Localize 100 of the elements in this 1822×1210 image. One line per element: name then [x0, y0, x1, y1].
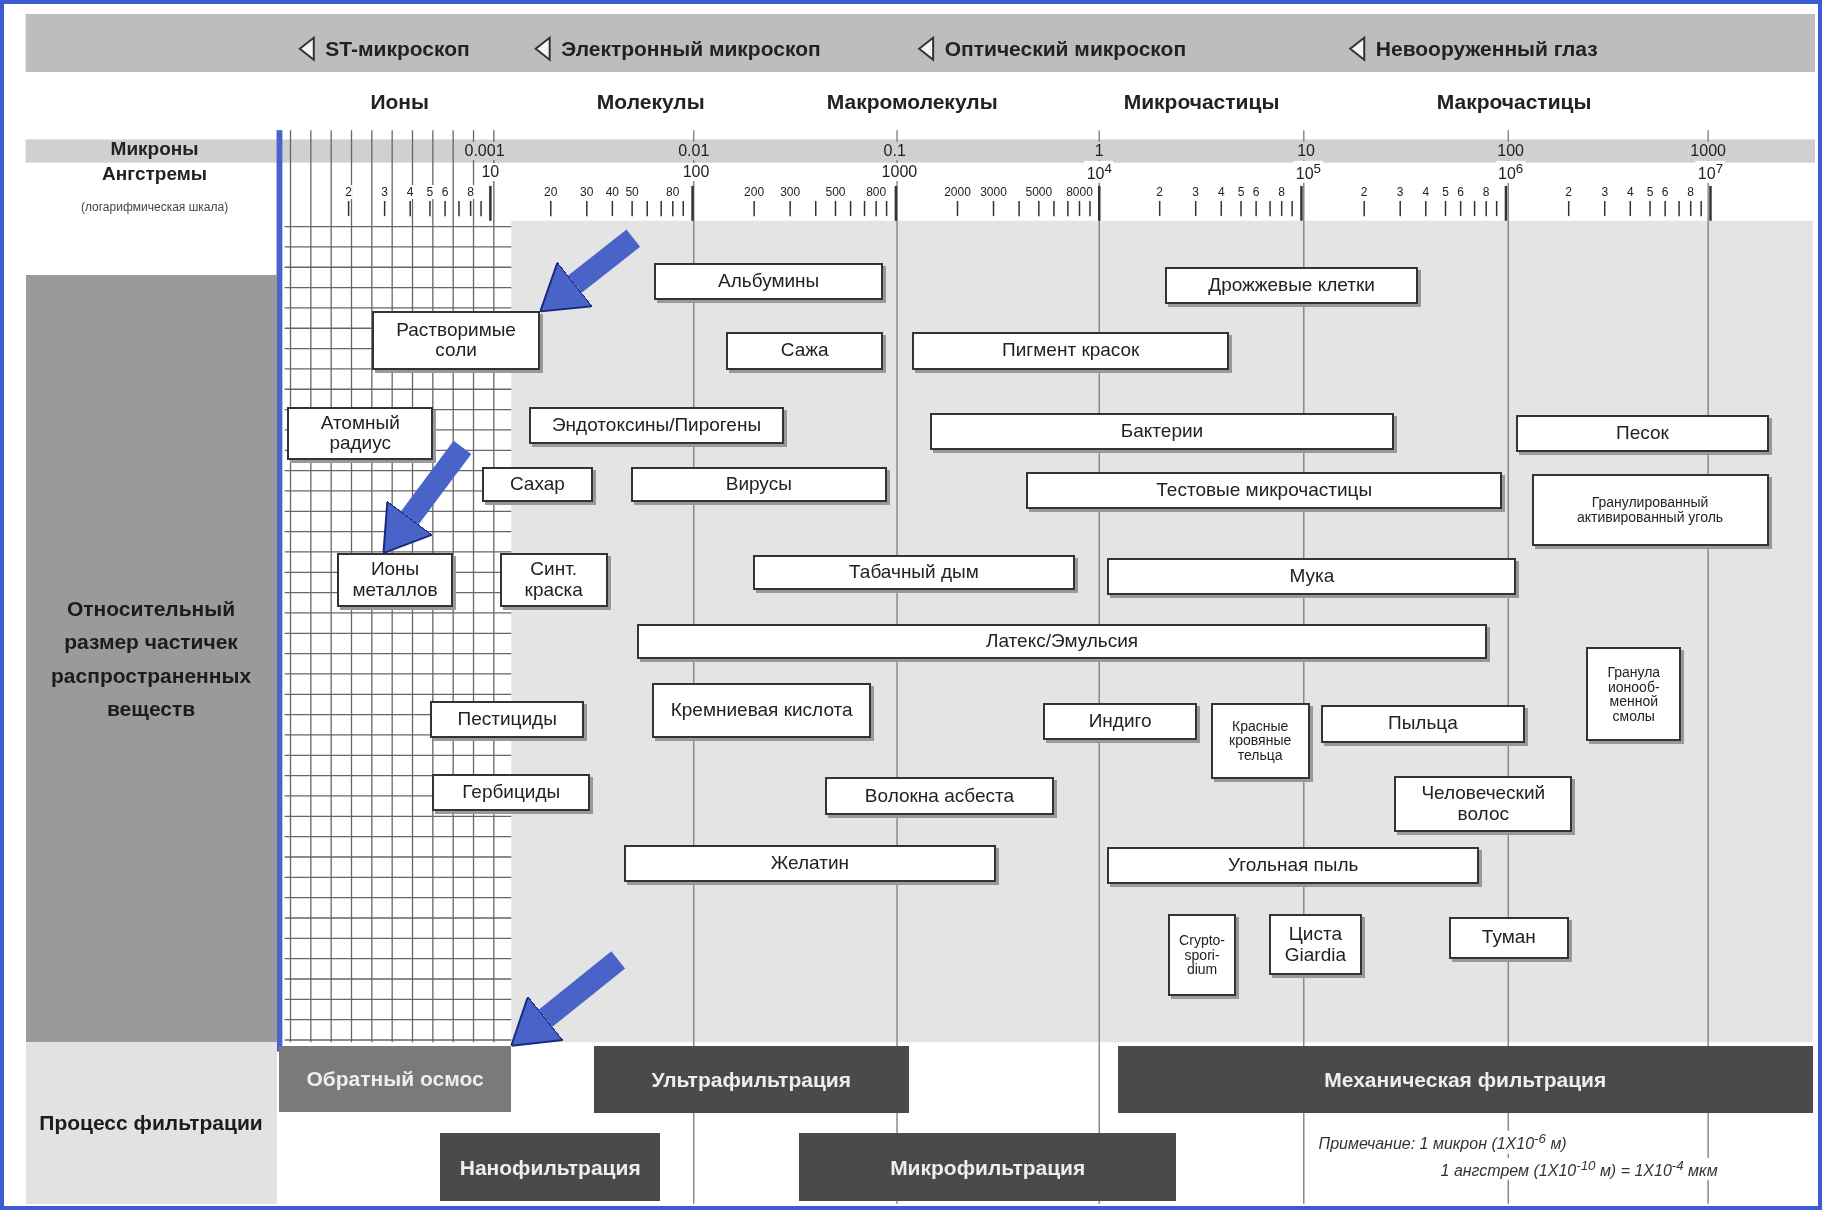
tick-label: 0.01 — [676, 142, 712, 161]
tick-label: 5000 — [1024, 184, 1054, 199]
size-range-box: Волокна асбеста — [825, 777, 1054, 815]
process-bar: Механическая фильтрация — [1117, 1045, 1813, 1114]
tick-label: 10$^{7}$ — [1695, 160, 1726, 184]
tick-label: 6 — [1456, 184, 1465, 199]
size-range-box: Песок — [1516, 414, 1769, 452]
tick-label: 5 — [1441, 184, 1450, 199]
tick-label: 4 — [405, 184, 415, 199]
note: Примечание: 1 микрон (1X10$^{-6}$ м) — [1316, 1131, 1569, 1154]
process-bar: Обратный осмос — [278, 1045, 512, 1112]
tick-label: 6 — [1660, 184, 1670, 199]
tick-label: 40 — [604, 184, 621, 199]
size-range-box: Циста Giardia — [1268, 914, 1362, 975]
tick-label: 2 — [1155, 184, 1164, 199]
size-range-box: Угольная пыль — [1107, 847, 1480, 885]
category-heading: Макрочастицы — [1436, 90, 1592, 115]
note: 1 ангстрем (1X10$^{-10}$ м) = 1X10$^{-4}$ мкм — [1438, 1157, 1720, 1181]
side-panel: Относительный размер частичек распространенных веществ — [25, 275, 277, 1043]
size-range-box: Красные кровяные тельца — [1210, 703, 1310, 779]
process-bar: Микрофильтрация — [799, 1132, 1176, 1202]
side-panel: Процесс фильтрации — [25, 1042, 277, 1204]
tick-label: 10$^{5}$ — [1293, 160, 1323, 184]
tick-label: 800 — [865, 184, 888, 199]
tick-label: 1000 — [1688, 142, 1728, 161]
axis-label: Микроны — [110, 137, 199, 160]
arrow — [510, 951, 626, 1047]
process-bar: Нанофильтрация — [440, 1132, 660, 1202]
size-range-box: Мука — [1107, 557, 1517, 595]
size-range-box: Сахар — [482, 467, 593, 502]
size-range-box: Бактерии — [929, 412, 1395, 450]
tick-label: 500 — [824, 184, 847, 199]
scale-heading: Электронный микроскоп — [561, 36, 821, 61]
tick-label: 5 — [1645, 184, 1655, 199]
tick-label: 3 — [1395, 184, 1405, 199]
tick-label: 30 — [579, 184, 595, 199]
size-range-box: Пестициды — [429, 700, 585, 738]
size-range-box: Желатин — [624, 844, 996, 882]
tick-label: 300 — [779, 184, 802, 199]
size-range-box: Гранула ионооб- менной смолы — [1586, 647, 1682, 742]
tick-label: 4 — [1216, 184, 1226, 199]
tick-label: 3 — [1600, 184, 1610, 199]
size-range-box: Атомный радиус — [287, 406, 434, 461]
arrow — [539, 229, 641, 313]
category-heading: Ионы — [370, 90, 429, 115]
tick-label: 80 — [665, 184, 681, 199]
size-range-box: Кремниевая кислота — [651, 683, 872, 738]
size-range-box: Растворимые соли — [371, 311, 541, 370]
tick-label: 4 — [1421, 184, 1431, 199]
tick-label: 2000 — [943, 184, 972, 199]
size-range-box: Синт. краска — [499, 553, 608, 607]
scale-heading: ST-микроскоп — [325, 36, 470, 61]
tick-label: 8 — [466, 184, 475, 199]
tick-label: 5 — [1236, 184, 1246, 199]
size-range-box: Ионы металлов — [336, 553, 454, 607]
tick-label: 4 — [1625, 184, 1635, 199]
process-bar: Ультрафильтрация — [593, 1045, 909, 1114]
size-range-box: Пыльца — [1321, 705, 1525, 743]
size-range-box: Альбумины — [654, 262, 884, 300]
tick-label: 10$^{6}$ — [1496, 160, 1526, 184]
tick-label: 8 — [1277, 184, 1286, 199]
tick-label: 50 — [624, 184, 640, 199]
tick-label: 6 — [440, 184, 450, 199]
scale-heading: Невооруженный глаз — [1375, 36, 1598, 61]
tick-label: 8000 — [1065, 184, 1094, 199]
tick-label: 3 — [1191, 184, 1201, 199]
axis-note: (логарифмическая шкала) — [80, 199, 229, 214]
size-range-box: Табачный дым — [752, 555, 1075, 591]
size-range-box: Гранулированный активированный уголь — [1531, 474, 1769, 547]
tick-label: 2 — [1564, 184, 1574, 199]
tick-label: 0.1 — [881, 142, 908, 161]
tick-label: 20 — [543, 184, 559, 199]
size-range-box: Туман — [1449, 916, 1569, 959]
tick-label: 0.001 — [462, 142, 507, 161]
axis-label: Ангстремы — [102, 163, 207, 186]
tick-label: 8 — [1686, 184, 1696, 199]
size-range-box: Вирусы — [630, 467, 887, 502]
size-range-box: Дрожжевые клетки — [1165, 267, 1418, 305]
category-heading: Молекулы — [596, 90, 705, 115]
tick-label: 6 — [1251, 184, 1261, 199]
size-range-box: Crypto- spori- dium — [1167, 914, 1237, 996]
arrow — [382, 440, 472, 555]
category-heading: Макромолекулы — [826, 90, 998, 115]
tick-label: 10$^{4}$ — [1084, 160, 1114, 184]
size-range-box: Латекс/Эмульсия — [636, 624, 1488, 659]
size-range-box: Тестовые микрочастицы — [1026, 471, 1503, 509]
tick-label: 1 — [1092, 142, 1106, 161]
size-range-box: Эндотоксины/Пирогены — [528, 406, 785, 444]
tick-label: 100 — [1495, 142, 1526, 161]
scale-heading: Оптический микроскоп — [944, 36, 1187, 61]
tick-label: 200 — [743, 184, 766, 199]
category-heading: Микрочастицы — [1123, 90, 1280, 115]
size-range-box: Человеческий волос — [1394, 776, 1573, 832]
tick-label: 3000 — [979, 184, 1008, 199]
size-range-box: Гербициды — [432, 773, 591, 812]
size-range-box: Индиго — [1043, 703, 1197, 741]
tick-label: 5 — [425, 184, 435, 199]
tick-label: 10 — [1295, 142, 1317, 161]
size-range-box: Пигмент красок — [912, 332, 1230, 370]
tick-label: 3 — [380, 184, 389, 199]
